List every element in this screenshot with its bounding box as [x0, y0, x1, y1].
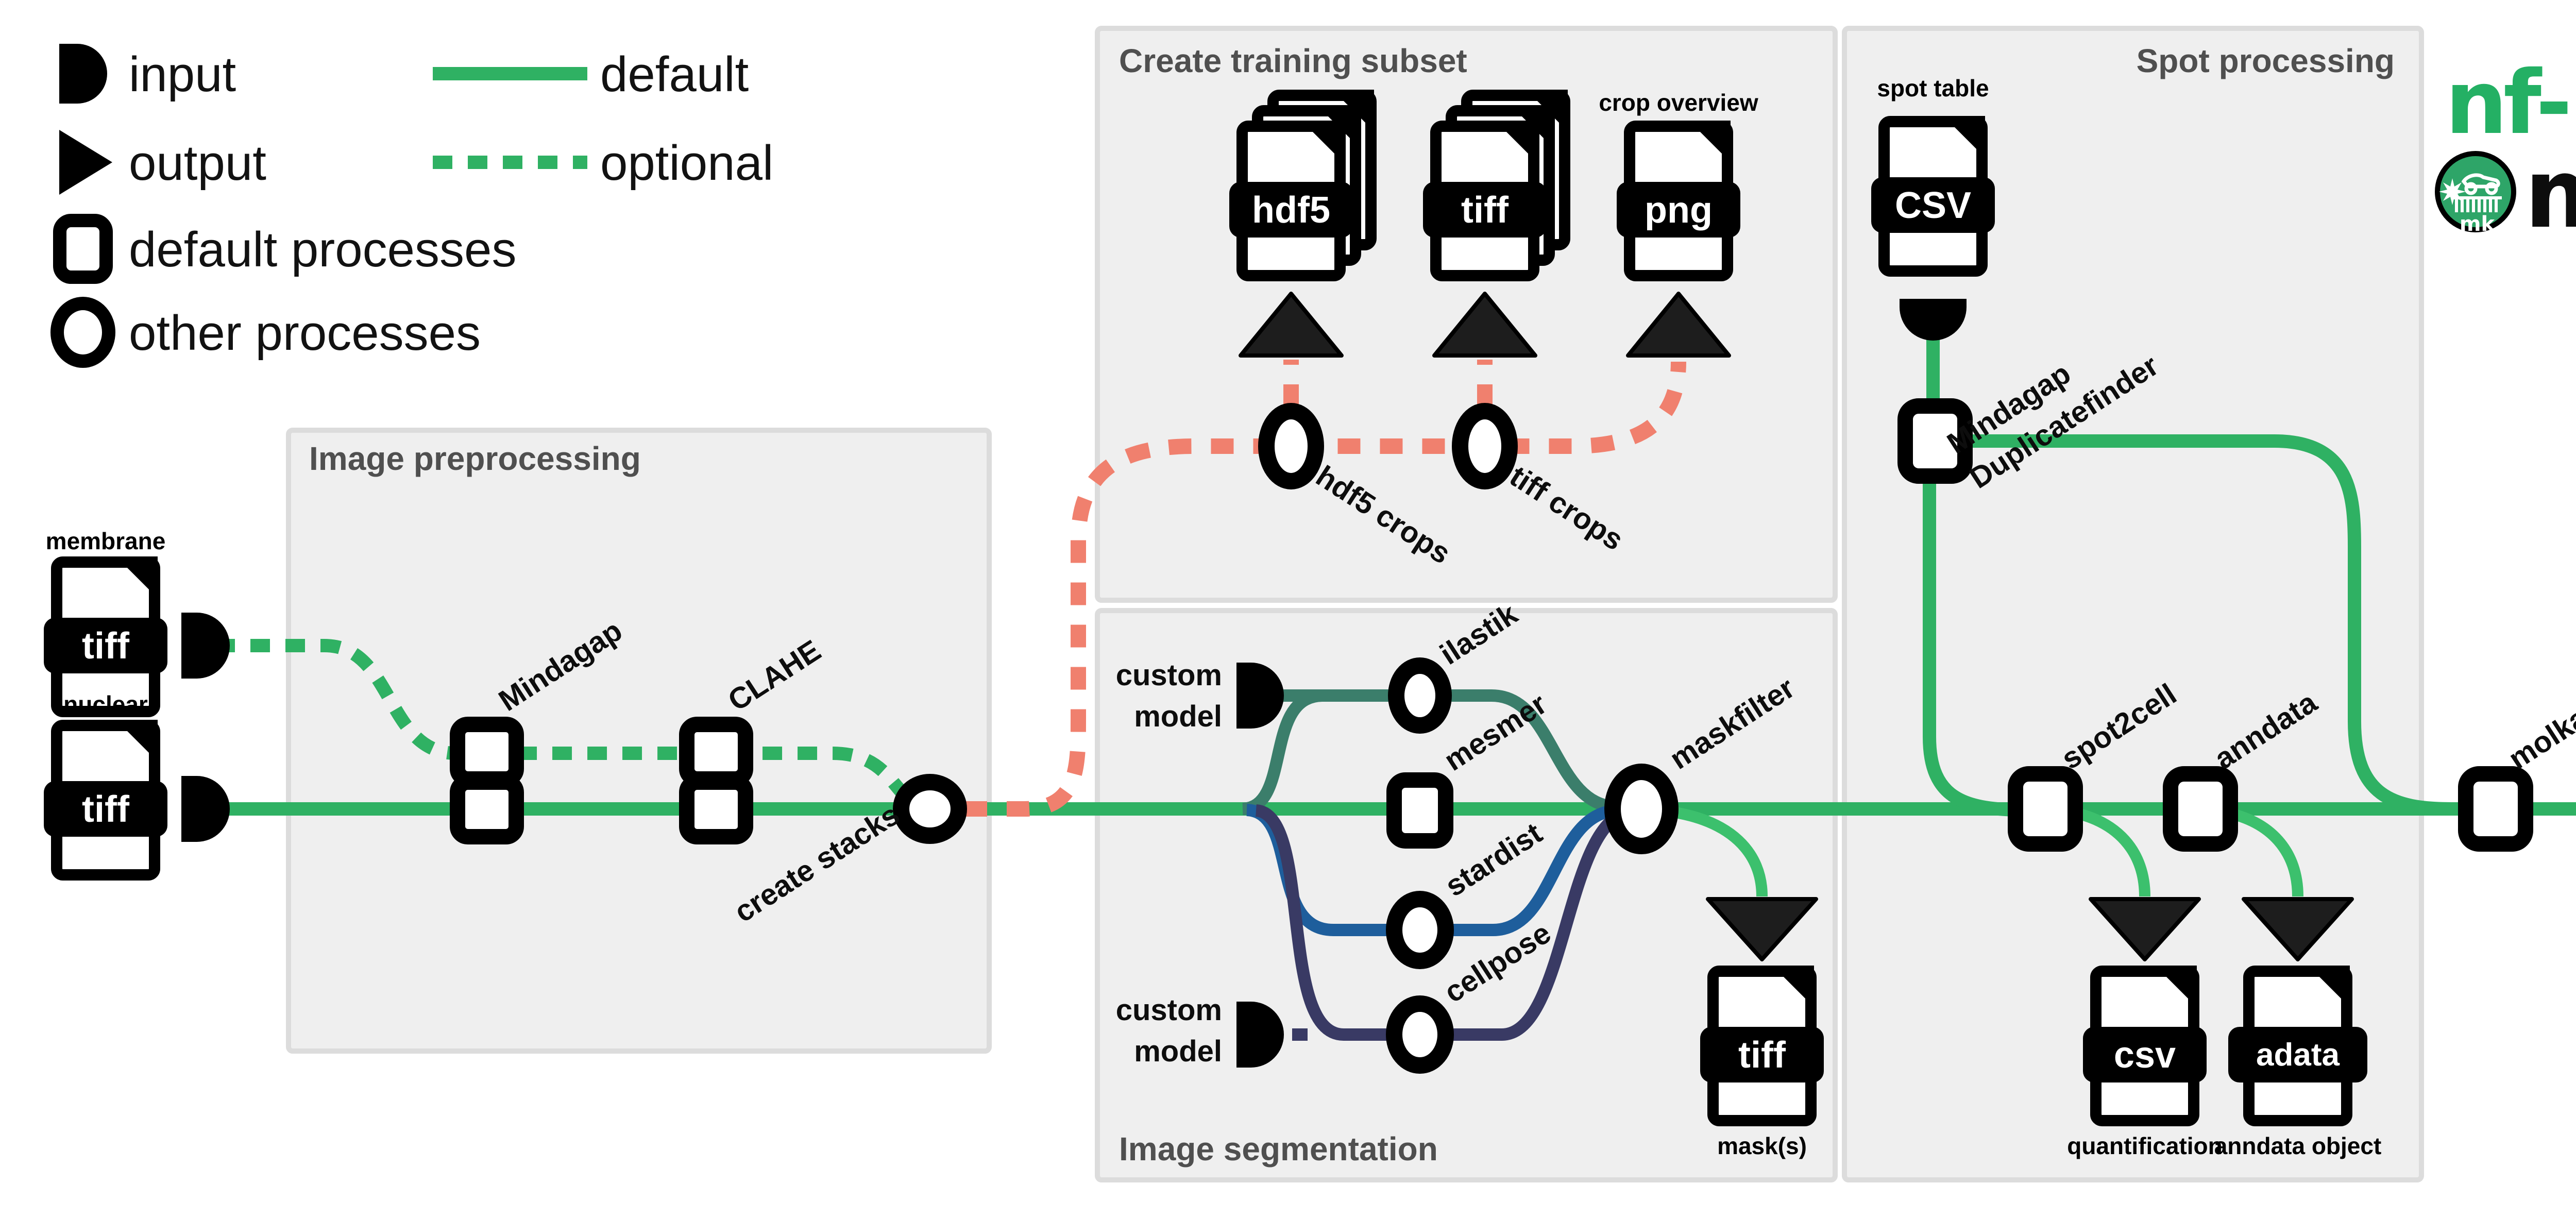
input-icon-custom-model-ilastik	[1236, 663, 1284, 729]
node-tiff-crops	[1452, 403, 1518, 489]
node-mindagap-duplicatefinder	[1897, 398, 1973, 484]
file-type-png: png	[1645, 190, 1713, 231]
label-custom-model-bottom-1: custom	[1116, 993, 1222, 1027]
file-type-nuclear-tiff: tiff	[82, 789, 130, 830]
node-cellpose	[1386, 995, 1454, 1074]
file-type-tiff-crops: tiff	[1461, 190, 1509, 231]
node-mindagap	[450, 717, 524, 844]
node-stardist	[1386, 891, 1454, 969]
legend-other-processes-label: other processes	[129, 306, 481, 361]
file-icon-tiff-stack: tiff	[1423, 90, 1570, 281]
file-type-quantification-csv: csv	[2114, 1035, 2176, 1076]
file-icon-quantification-csv: csv quantification	[2067, 966, 2223, 1159]
edge-maskfilter-out	[1664, 805, 1768, 897]
file-icon-hdf5-stack: hdf5	[1229, 90, 1377, 281]
file-label-membrane: membrane	[46, 528, 166, 554]
file-icon-png: crop overview png	[1599, 89, 1758, 281]
node-hdf5-crops	[1258, 403, 1324, 489]
box-title-image-segmentation: Image segmentation	[1119, 1130, 1438, 1168]
legend-default-line-label: default	[600, 47, 749, 102]
group-nodes	[450, 398, 2533, 1074]
logo-badge-text: mk	[2460, 212, 2496, 236]
arrow-output-quantification	[2089, 897, 2201, 961]
box-image-preprocessing	[286, 428, 992, 1054]
input-icon-nuclear	[181, 776, 230, 842]
legend-default-process-icon	[53, 214, 113, 284]
logo-nf-core-molkart: nf- core/ mk molkart	[2435, 52, 2576, 249]
legend: input output default processes other pro…	[50, 44, 773, 368]
legend-input-icon	[59, 44, 107, 104]
box-title-create-training-subset: Create training subset	[1119, 42, 1467, 79]
file-label-nuclear: nuclear	[63, 691, 148, 718]
legend-output-icon	[59, 130, 112, 195]
group-arrows	[1239, 292, 2354, 961]
file-type-membrane-tiff: tiff	[82, 625, 130, 667]
file-label-quantification: quantification	[2067, 1132, 2223, 1159]
file-type-masks-tiff: tiff	[1738, 1035, 1786, 1076]
node-spot2cell	[2008, 766, 2083, 852]
arrow-output-masks	[1706, 897, 1818, 961]
logo-molkart-text: molkart	[2524, 138, 2576, 249]
legend-default-processes-label: default processes	[129, 222, 516, 277]
file-icon-membrane-tiff: membrane tiff	[44, 528, 167, 717]
legend-other-process-icon	[50, 297, 115, 368]
file-label-spot-table: spot table	[1877, 75, 1989, 102]
node-mesmer	[1386, 772, 1453, 849]
edge-optional-training	[964, 361, 1686, 817]
arrow-output-crop-overview	[1626, 292, 1731, 358]
file-label-anndata-object: anndata object	[2214, 1132, 2382, 1159]
node-clahe	[679, 717, 753, 844]
label-custom-model-top-2: model	[1134, 700, 1222, 733]
edge-ilastik	[1257, 689, 1617, 813]
node-maskfilter	[1604, 764, 1679, 854]
box-title-spot-processing: Spot processing	[2137, 42, 2395, 79]
arrow-output-anndata	[2242, 897, 2354, 961]
edge-duplicatefinder-down	[1923, 475, 2025, 817]
box-title-image-preprocessing: Image preprocessing	[309, 440, 641, 477]
file-label-masks: mask(s)	[1717, 1132, 1807, 1159]
legend-input-label: input	[129, 47, 236, 102]
label-custom-model-bottom-2: model	[1134, 1035, 1222, 1068]
edge-duplicatefinder-right	[1967, 434, 2452, 816]
file-icon-masks-tiff: tiff mask(s)	[1700, 966, 1824, 1159]
edge-cellpose	[1255, 804, 1633, 1041]
node-molkartqc	[2458, 766, 2533, 852]
file-icon-nuclear-tiff: nuclear tiff	[44, 691, 167, 881]
logo-nf-text: nf-	[2445, 52, 2568, 154]
box-spot-processing	[1842, 26, 2424, 1182]
node-ilastik	[1388, 657, 1452, 734]
arrow-output-tiff-crops	[1432, 292, 1537, 358]
file-icon-spot-table-csv: spot table CSV	[1871, 75, 1995, 277]
legend-output-label: output	[129, 136, 266, 191]
input-icon-membrane	[181, 613, 230, 679]
input-icon-spot-table	[1900, 299, 1967, 341]
file-icon-adata: adata anndata object	[2214, 966, 2382, 1159]
file-type-spot-table-csv: CSV	[1895, 185, 1971, 226]
group-files: membrane tiff nuclear tiff hdf5	[44, 75, 2382, 1159]
node-anndata	[2163, 766, 2238, 852]
node-create-stacks	[893, 774, 967, 844]
input-icon-custom-model-cellpose	[1236, 1002, 1284, 1068]
arrow-output-hdf5-crops	[1239, 292, 1344, 358]
file-type-adata: adata	[2256, 1037, 2340, 1073]
file-type-hdf5: hdf5	[1252, 190, 1330, 231]
legend-optional-line-label: optional	[600, 136, 773, 191]
label-custom-model-top-1: custom	[1116, 658, 1222, 692]
file-label-crop-overview: crop overview	[1599, 89, 1758, 116]
molkart-badge-icon: mk	[2435, 151, 2516, 236]
edge-spot2cell-out	[2064, 805, 2150, 897]
